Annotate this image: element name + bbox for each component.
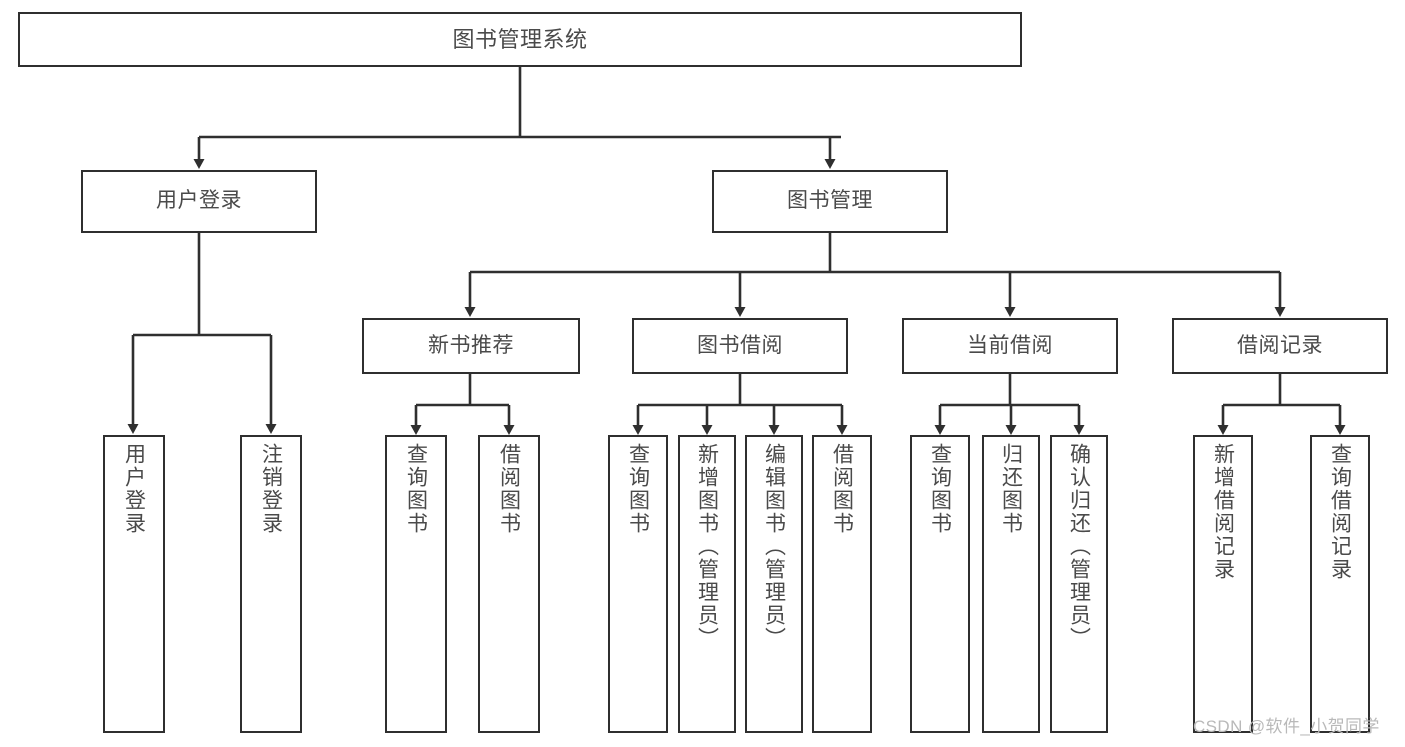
node-new-book-recommend-label: 新书推荐 xyxy=(428,333,514,357)
node-leaf-add-book-admin-label: 新增图书（管理员） xyxy=(695,443,719,650)
node-leaf-query-book-current[interactable]: 查询图书 xyxy=(910,435,970,733)
node-leaf-add-book-admin[interactable]: 新增图书（管理员） xyxy=(678,435,736,733)
node-leaf-query-book-rec[interactable]: 查询图书 xyxy=(385,435,447,733)
node-leaf-query-book-rec-label: 查询图书 xyxy=(404,443,428,535)
node-leaf-query-borrow-record-label: 查询借阅记录 xyxy=(1328,443,1352,581)
node-leaf-user-login[interactable]: 用户登录 xyxy=(103,435,165,733)
node-leaf-borrow-book-rec[interactable]: 借阅图书 xyxy=(478,435,540,733)
node-leaf-user-login-label: 用户登录 xyxy=(122,443,146,535)
node-leaf-edit-book-admin-label: 编辑图书（管理员） xyxy=(762,443,786,650)
node-leaf-return-book[interactable]: 归还图书 xyxy=(982,435,1040,733)
node-leaf-add-borrow-record-label: 新增借阅记录 xyxy=(1211,443,1235,581)
node-current-borrow-label: 当前借阅 xyxy=(967,333,1053,357)
node-leaf-borrow-book-rec-label: 借阅图书 xyxy=(497,443,521,535)
node-leaf-query-book[interactable]: 查询图书 xyxy=(608,435,668,733)
node-leaf-return-book-label: 归还图书 xyxy=(999,443,1023,535)
node-book-borrow-label: 图书借阅 xyxy=(697,333,783,357)
node-borrow-record[interactable]: 借阅记录 xyxy=(1172,318,1388,374)
node-root[interactable]: 图书管理系统 xyxy=(18,12,1022,67)
node-leaf-query-borrow-record[interactable]: 查询借阅记录 xyxy=(1310,435,1370,733)
node-leaf-borrow-book-label: 借阅图书 xyxy=(830,443,854,535)
node-book-borrow[interactable]: 图书借阅 xyxy=(632,318,848,374)
node-borrow-record-label: 借阅记录 xyxy=(1237,333,1323,357)
node-leaf-query-book-label: 查询图书 xyxy=(626,443,650,535)
watermark: CSDN @软件_小贺同学 xyxy=(1193,717,1380,736)
node-book-manage[interactable]: 图书管理 xyxy=(712,170,948,233)
node-leaf-add-borrow-record[interactable]: 新增借阅记录 xyxy=(1193,435,1253,733)
node-leaf-confirm-return-admin[interactable]: 确认归还（管理员） xyxy=(1050,435,1108,733)
node-leaf-query-book-current-label: 查询图书 xyxy=(928,443,952,535)
node-new-book-recommend[interactable]: 新书推荐 xyxy=(362,318,580,374)
node-leaf-borrow-book[interactable]: 借阅图书 xyxy=(812,435,872,733)
node-leaf-confirm-return-admin-label: 确认归还（管理员） xyxy=(1067,443,1091,650)
node-root-label: 图书管理系统 xyxy=(452,26,588,52)
node-current-borrow[interactable]: 当前借阅 xyxy=(902,318,1118,374)
node-user-login[interactable]: 用户登录 xyxy=(81,170,317,233)
node-user-login-label: 用户登录 xyxy=(156,189,242,213)
node-leaf-user-logout[interactable]: 注销登录 xyxy=(240,435,302,733)
node-book-manage-label: 图书管理 xyxy=(787,189,873,213)
node-leaf-user-logout-label: 注销登录 xyxy=(259,443,283,535)
node-leaf-edit-book-admin[interactable]: 编辑图书（管理员） xyxy=(745,435,803,733)
